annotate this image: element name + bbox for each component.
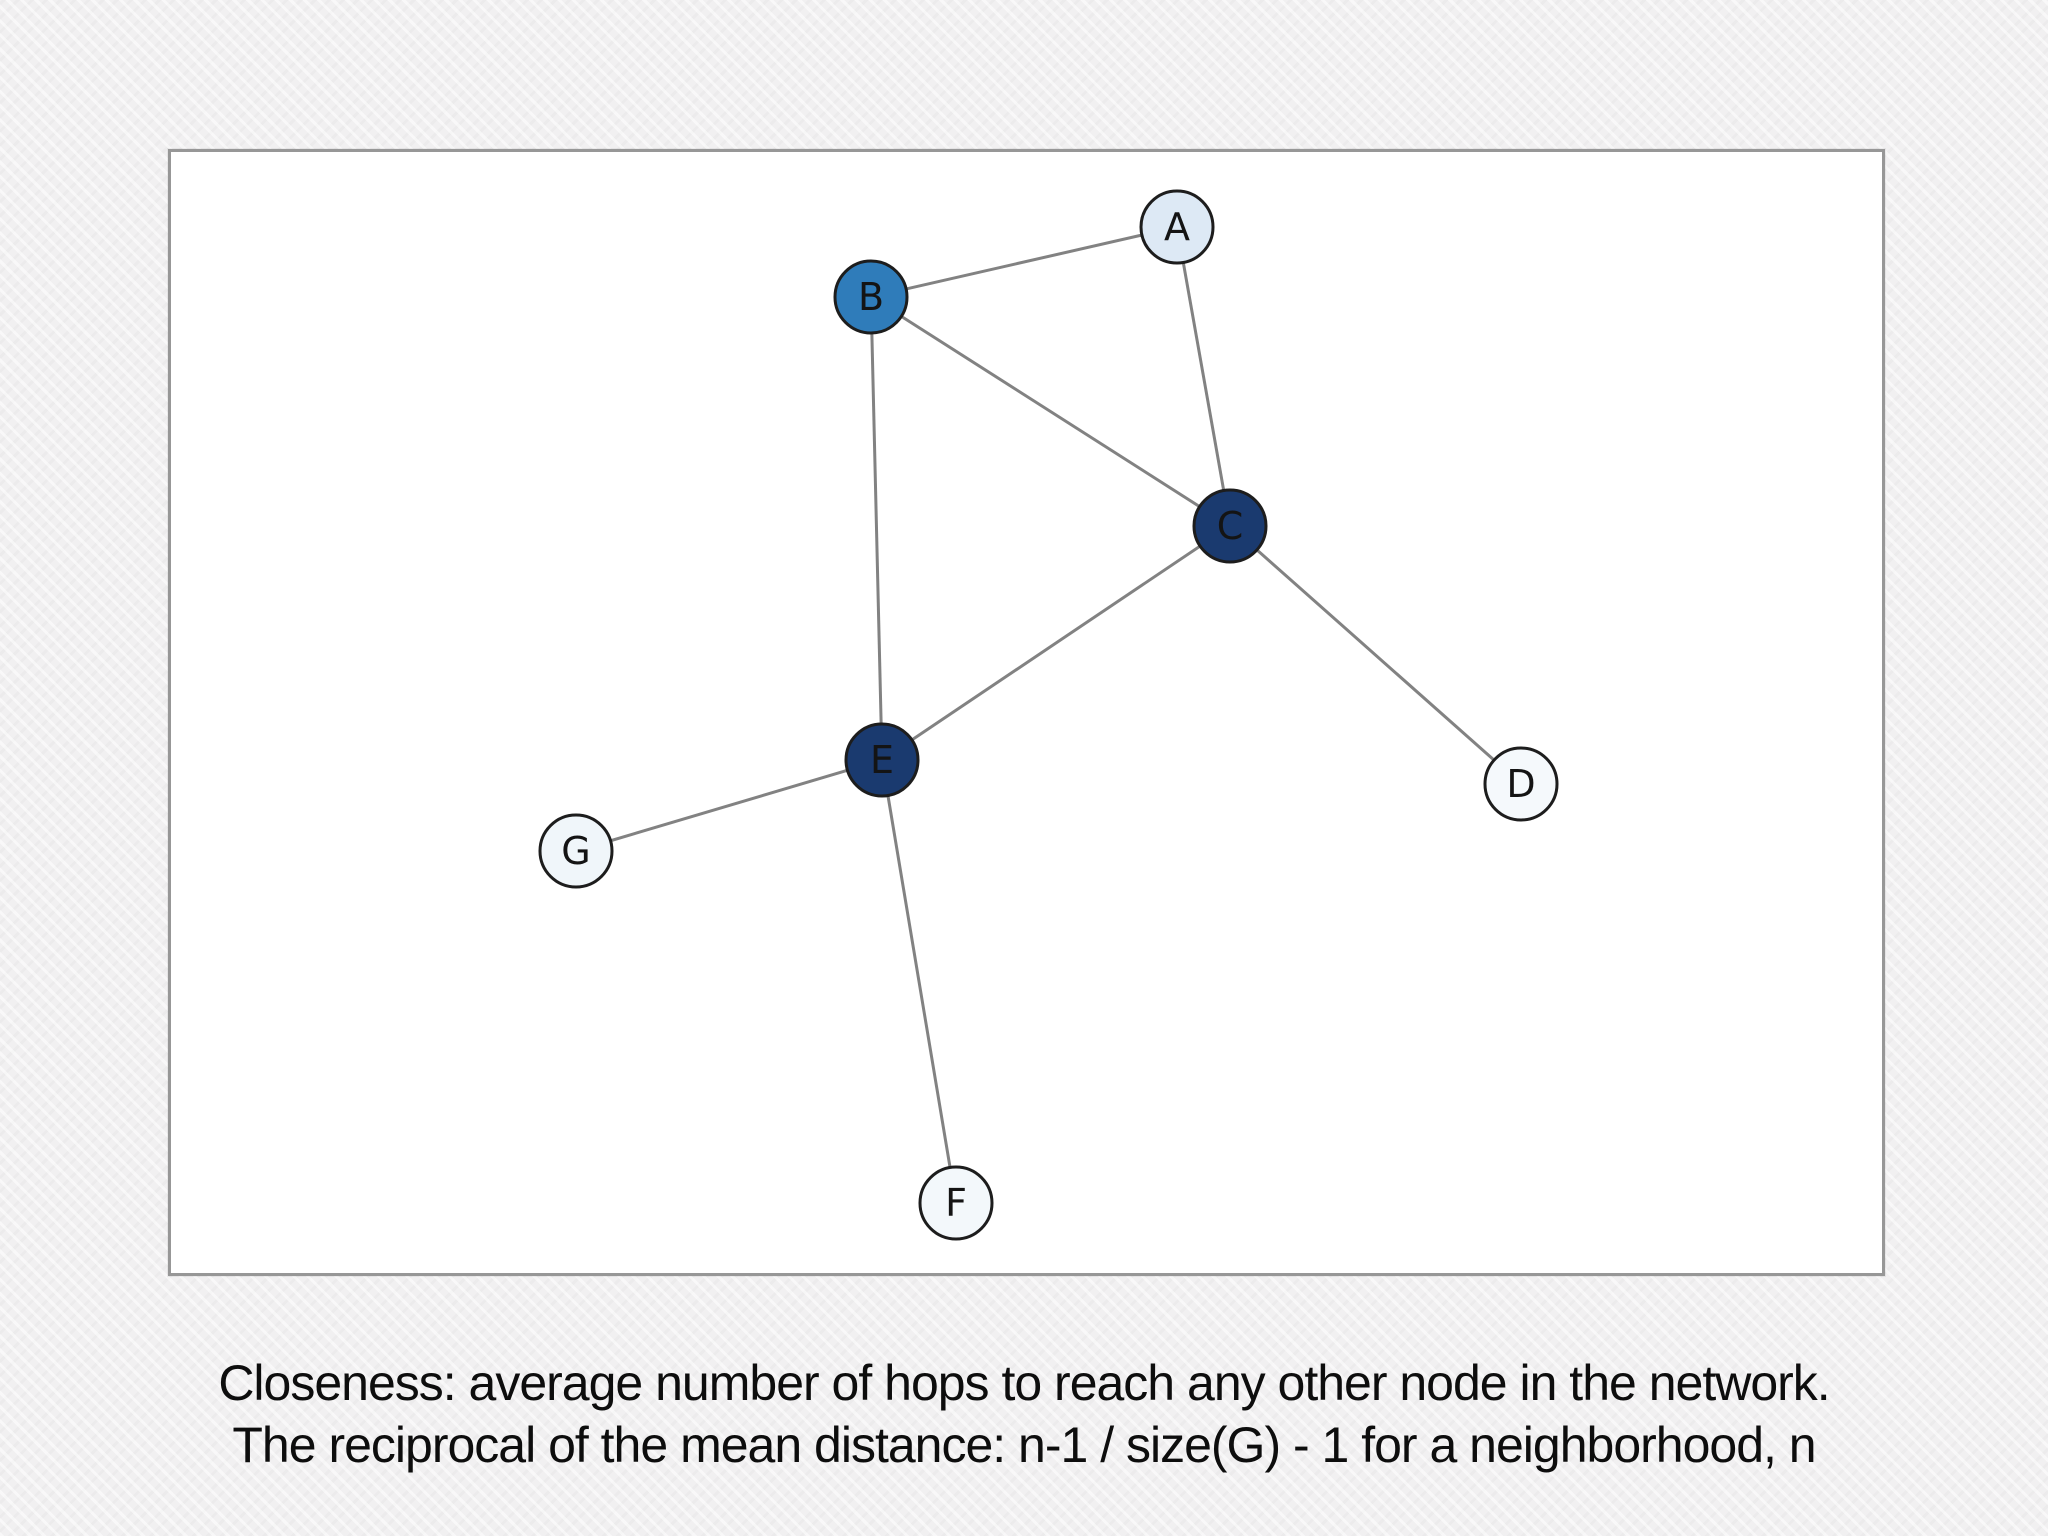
network-graph: A B C D E F G xyxy=(538,189,1559,1241)
edge-C-D xyxy=(1229,524,1522,786)
node-F xyxy=(918,1165,994,1241)
edge-B-E xyxy=(869,296,884,761)
edge-C-E xyxy=(881,524,1231,762)
node-label-B: B xyxy=(858,275,884,319)
node-C xyxy=(1192,488,1268,564)
node-E xyxy=(844,722,920,798)
node-label-A: A xyxy=(1164,205,1190,249)
node-label-D: D xyxy=(1506,762,1535,806)
graph-panel: A B C D E F G xyxy=(168,149,1885,1276)
node-A xyxy=(1139,189,1215,265)
node-D xyxy=(1483,746,1559,822)
edge-A-B xyxy=(870,225,1178,299)
node-label-F: F xyxy=(945,1181,967,1225)
node-label-G: G xyxy=(561,829,590,873)
edge-B-C xyxy=(870,295,1231,528)
edge-A-C xyxy=(1175,226,1232,527)
caption-line-1: Closeness: average number of hops to rea… xyxy=(218,1355,1830,1411)
caption-line-2: The reciprocal of the mean distance: n-1… xyxy=(232,1417,1816,1473)
edge-E-F xyxy=(880,759,958,1204)
node-label-C: C xyxy=(1217,504,1244,548)
node-label-E: E xyxy=(870,738,894,782)
node-G xyxy=(538,813,614,889)
edge-E-G xyxy=(575,758,883,853)
figure-caption: Closeness: average number of hops to rea… xyxy=(0,1352,2048,1476)
node-B xyxy=(833,259,909,335)
